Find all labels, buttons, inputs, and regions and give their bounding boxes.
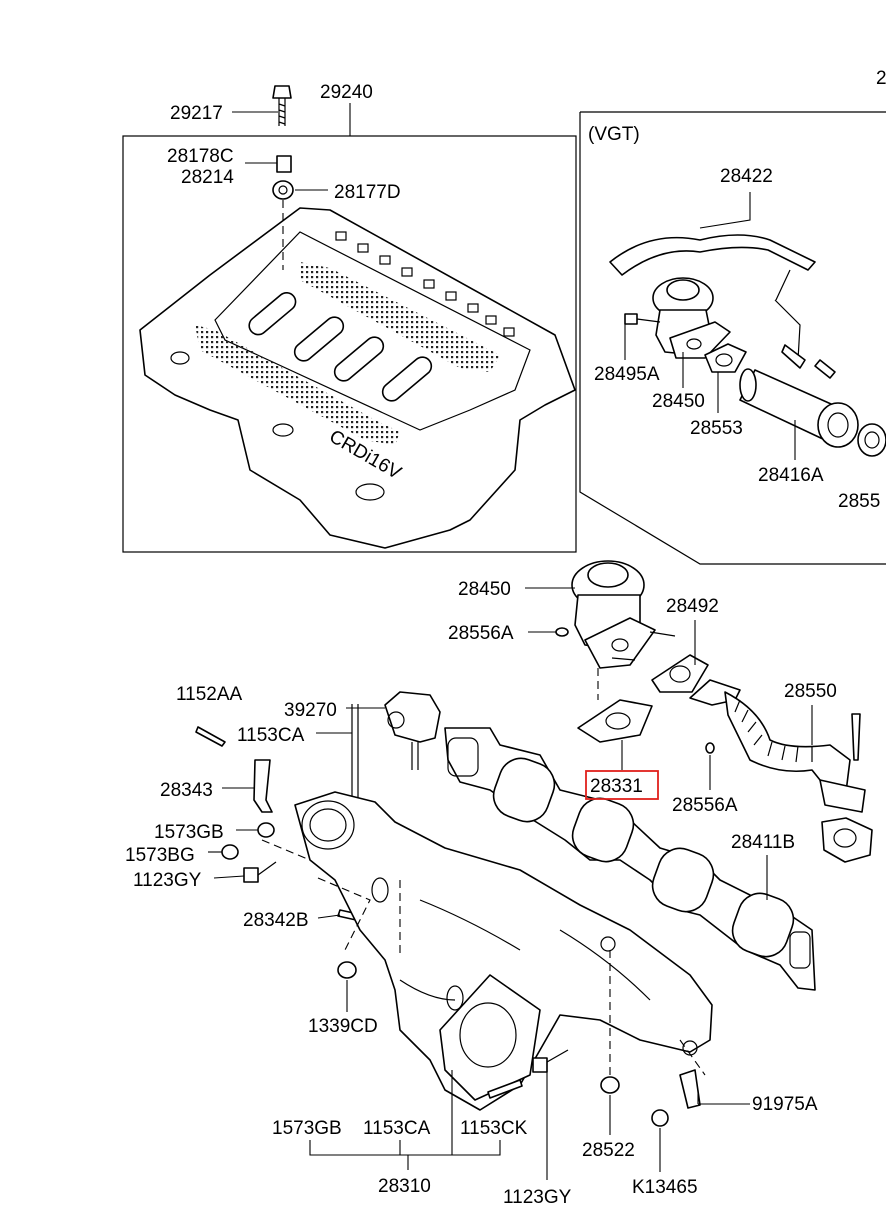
label-28331[interactable]: 28331: [590, 776, 643, 797]
highlight-box-28331: [585, 770, 659, 800]
label-1152AA[interactable]: 1152AA: [176, 684, 243, 705]
sensor-39270[interactable]: [384, 691, 441, 770]
plug-1573GB-top[interactable]: [257, 822, 275, 838]
gasket-28553[interactable]: [704, 343, 747, 373]
bushing-28178C[interactable]: [276, 155, 292, 173]
label-28556A-bottom[interactable]: 28556A: [672, 795, 738, 816]
stud-1153CK[interactable]: [487, 1079, 523, 1099]
vgt-section-label: (VGT): [588, 124, 640, 145]
nut-28556A-top[interactable]: [555, 627, 569, 637]
nut-K13465[interactable]: [651, 1109, 669, 1127]
label-28343[interactable]: 28343: [160, 780, 213, 801]
engine-cover-mesh-left: [195, 325, 400, 445]
nut-1339CD[interactable]: [337, 961, 357, 979]
label-28556A-top[interactable]: 28556A: [448, 623, 514, 644]
label-28178C[interactable]: 28178C: [167, 146, 234, 167]
grommet-28177D[interactable]: [272, 180, 294, 200]
pipe-bolt[interactable]: [851, 713, 861, 761]
label-28550[interactable]: 28550: [784, 681, 837, 702]
label-1573GB-top[interactable]: 1573GB: [154, 822, 224, 843]
bolt-29217[interactable]: [272, 85, 292, 126]
nut-28522[interactable]: [600, 1076, 620, 1094]
label-2855-cut[interactable]: 2855: [838, 491, 880, 512]
vgt-frame: [579, 111, 886, 565]
label-K13465[interactable]: K13465: [632, 1177, 698, 1198]
label-1339CD[interactable]: 1339CD: [308, 1016, 378, 1037]
label-39270[interactable]: 39270: [284, 700, 337, 721]
manifold-gasket-28411B[interactable]: [444, 727, 816, 991]
vgt-group: [579, 111, 886, 565]
bolt-1123GY-top[interactable]: [243, 861, 277, 883]
exhaust-manifold-28310[interactable]: [294, 791, 713, 1111]
bracket-91975A[interactable]: [679, 1069, 701, 1109]
label-28214[interactable]: 28214: [181, 167, 234, 188]
assembly-lines: [261, 200, 706, 1076]
hose-28422[interactable]: [609, 234, 816, 276]
cover-slots: [248, 291, 433, 402]
egr-valve-vgt[interactable]: [652, 277, 731, 359]
label-1153CK[interactable]: 1153CK: [460, 1118, 528, 1139]
plug-1573BG[interactable]: [221, 844, 239, 860]
label-28422[interactable]: 28422: [720, 166, 773, 187]
engine-cover[interactable]: [139, 207, 576, 549]
part-labels: 29217 29240 28178C 28214 28177D 2 (VGT) …: [125, 68, 886, 1208]
egr-valve-28450[interactable]: [571, 560, 676, 669]
nut-28556A-bottom[interactable]: [705, 742, 715, 754]
label-28450-vgt[interactable]: 28450: [652, 391, 705, 412]
gasket-28331[interactable]: [577, 699, 653, 743]
label-28177D[interactable]: 28177D: [334, 182, 401, 203]
label-28495A[interactable]: 28495A: [594, 364, 660, 385]
stud-1152AA[interactable]: [195, 726, 226, 747]
label-1153CA-bottom[interactable]: 1153CA: [363, 1118, 431, 1139]
label-29240[interactable]: 29240: [320, 82, 373, 103]
engine-cover-group: CRDi16V: [122, 85, 577, 553]
label-28342B[interactable]: 28342B: [243, 910, 309, 931]
label-28411B[interactable]: 28411B: [731, 832, 795, 853]
label-28522[interactable]: 28522: [582, 1140, 635, 1161]
label-28416A[interactable]: 28416A: [758, 465, 824, 486]
pipe-28343[interactable]: [253, 759, 273, 813]
label-28310[interactable]: 28310: [378, 1176, 431, 1197]
label-1573GB-bottom[interactable]: 1573GB: [272, 1118, 342, 1139]
label-2-cut[interactable]: 2: [876, 68, 886, 89]
egr-pipe-28550[interactable]: [689, 679, 866, 813]
gasket-28492[interactable]: [651, 654, 709, 693]
bolt-28495A[interactable]: [624, 313, 661, 325]
label-1153CA-top[interactable]: 1153CA: [237, 725, 305, 746]
label-91975A[interactable]: 91975A: [752, 1094, 818, 1115]
leader-lines: [208, 103, 813, 1180]
label-28553[interactable]: 28553: [690, 418, 743, 439]
cover-vent-squares: [335, 231, 515, 337]
cooler-28416A[interactable]: [739, 368, 886, 457]
label-1573BG[interactable]: 1573BG: [125, 845, 195, 866]
label-1123GY-bottom[interactable]: 1123GY: [503, 1187, 572, 1208]
flange-gasket-right[interactable]: [821, 817, 873, 863]
cover-emblem: [355, 483, 385, 501]
label-28450[interactable]: 28450: [458, 579, 511, 600]
label-29217[interactable]: 29217: [170, 103, 223, 124]
label-28492[interactable]: 28492: [666, 596, 719, 617]
label-1123GY-top[interactable]: 1123GY: [133, 870, 202, 891]
engine-cover-mesh-top: [300, 262, 500, 372]
